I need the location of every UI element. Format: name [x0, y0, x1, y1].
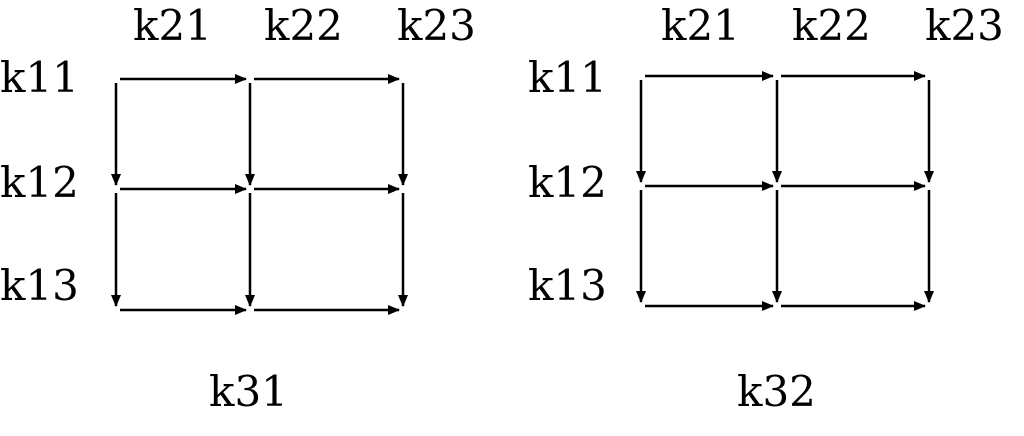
row-label-k11: k11: [0, 53, 79, 102]
panel-k32: k21 k22 k23 k11 k12 k13 k32: [528, 1, 1004, 416]
col-label-k21: k21: [661, 1, 740, 50]
arrow-grid: [636, 71, 934, 311]
col-label-k22: k22: [792, 1, 871, 50]
col-label-k21: k21: [133, 1, 212, 50]
panel-caption: k31: [209, 367, 288, 416]
panel-k31: k21 k22 k23 k11 k12 k13 k31: [0, 1, 476, 416]
panel-caption: k32: [737, 367, 816, 416]
row-label-k13: k13: [528, 261, 607, 310]
arrow-grid: [111, 74, 408, 315]
col-label-k23: k23: [397, 1, 476, 50]
col-label-k23: k23: [925, 1, 1004, 50]
row-label-k12: k12: [528, 158, 607, 207]
row-label-k13: k13: [0, 261, 79, 310]
col-label-k22: k22: [264, 1, 343, 50]
row-label-k11: k11: [528, 53, 607, 102]
row-label-k12: k12: [0, 158, 79, 207]
